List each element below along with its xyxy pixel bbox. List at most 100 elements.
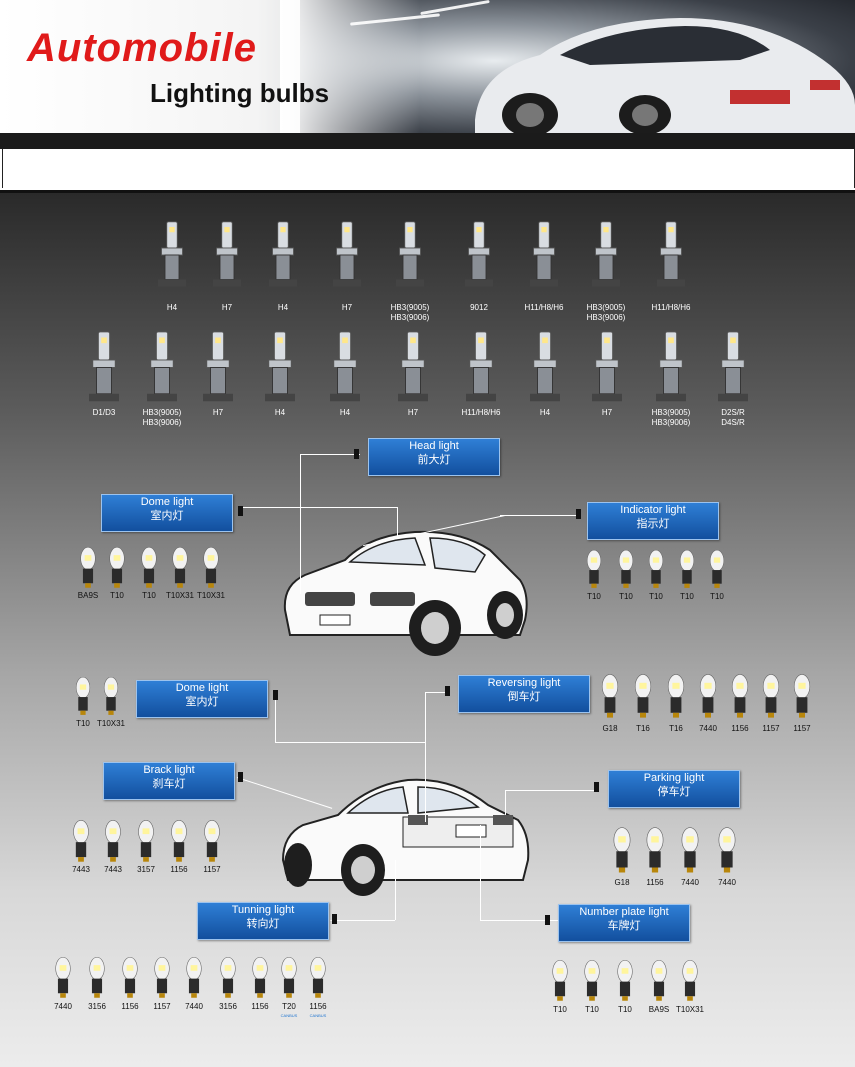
turning-bulb-label: 1156	[121, 1002, 139, 1011]
headlight-label: HB3(9005) HB3(9006)	[651, 408, 691, 427]
callout-label-en: Indicator light	[620, 504, 686, 516]
led-headlight-bulb-icon	[530, 221, 558, 287]
callout-line	[500, 515, 580, 516]
callout-line	[330, 920, 395, 921]
callout-tunning-light: Tunning light 转向灯	[197, 902, 329, 940]
reversing-bulb-label: T16	[636, 724, 650, 733]
callout-marker	[238, 772, 243, 782]
turning-bulb-label: 7440	[185, 1002, 203, 1011]
headlight-label: H11/H8/H6	[461, 408, 501, 417]
turning-bulb-label: 3156	[219, 1002, 237, 1011]
small-bulb-icon	[613, 827, 631, 873]
callout-label-cn: 转向灯	[246, 918, 280, 930]
small-bulb-icon	[105, 820, 121, 862]
small-bulb-icon	[89, 956, 105, 998]
callout-line	[395, 860, 396, 920]
small-bulb-icon	[601, 674, 619, 718]
headlight-label: H7	[407, 408, 419, 417]
led-headlight-bulb-icon	[398, 331, 428, 402]
small-bulb-icon	[651, 959, 667, 1001]
small-bulb-icon	[203, 546, 219, 588]
small-bulb-icon	[186, 956, 202, 998]
led-headlight-bulb-icon	[656, 331, 686, 402]
led-headlight-bulb-icon	[530, 331, 560, 402]
led-headlight-bulb-icon	[213, 221, 241, 287]
small-bulb-icon	[618, 549, 634, 588]
callout-marker	[238, 506, 243, 516]
led-headlight-bulb-icon	[269, 221, 297, 287]
turning-bulb-label: 7440	[54, 1002, 72, 1011]
led-headlight-bulb-icon	[203, 331, 233, 402]
headlight-label: H4	[277, 303, 289, 312]
small-bulb-icon	[699, 674, 717, 718]
parking-bulb-label: 1156	[646, 878, 664, 887]
headlight-label: HB3(9005) HB3(9006)	[390, 303, 430, 322]
callout-line	[425, 692, 445, 693]
led-headlight-bulb-icon	[657, 221, 685, 287]
small-bulb-icon	[122, 956, 138, 998]
headlight-label: 9012	[470, 303, 488, 312]
headlight-label: H7	[341, 303, 353, 312]
callout-label-cn: 指示灯	[636, 518, 670, 530]
callout-label-cn: 车牌灯	[607, 920, 641, 932]
callout-line	[425, 692, 426, 822]
headlight-label: HB3(9005) HB3(9006)	[142, 408, 182, 427]
indicator-bulb-label: T10	[649, 592, 663, 601]
brake-bulb-label: 1157	[203, 865, 221, 874]
callout-label-cn: 倒车灯	[507, 691, 541, 703]
callout-line	[300, 454, 360, 455]
led-headlight-bulb-icon	[592, 331, 622, 402]
callout-label-cn: 室内灯	[185, 696, 219, 708]
callout-indicator-light: Indicator light 指示灯	[587, 502, 719, 540]
callout-label-cn: 刹车灯	[152, 778, 186, 790]
small-bulb-icon	[204, 820, 220, 862]
headlight-label: D2S/R D4S/R	[721, 408, 745, 427]
led-headlight-bulb-icon	[147, 331, 177, 402]
callout-label-en: Reversing light	[487, 677, 561, 689]
callout-label-en: Dome light	[140, 496, 194, 508]
small-bulb-icon	[709, 549, 725, 588]
small-bulb-icon	[648, 549, 664, 588]
headlight-label: H7	[212, 408, 224, 417]
title-lighting-bulbs: Lighting bulbs	[150, 78, 330, 108]
small-bulb-icon	[310, 956, 326, 998]
led-headlight-bulb-icon	[466, 331, 496, 402]
turning-bulb-label: 1156	[309, 1002, 327, 1011]
callout-line	[238, 507, 398, 508]
callout-marker	[594, 782, 599, 792]
header-bar	[0, 133, 855, 149]
canbus-tag: CANBUS	[280, 1013, 298, 1018]
brake-bulb-label: 3157	[137, 865, 155, 874]
canbus-tag: CANBUS	[309, 1013, 327, 1018]
indicator-bulb-label: T10	[710, 592, 724, 601]
small-bulb-icon	[141, 546, 157, 588]
small-bulb-icon	[646, 827, 664, 873]
parking-bulb-label: 7440	[681, 878, 699, 887]
small-bulb-icon	[584, 959, 600, 1001]
callout-number-plate-light: Number plate light 车牌灯	[558, 904, 690, 942]
small-bulb-icon	[679, 549, 695, 588]
callout-label-cn: 停车灯	[657, 786, 691, 798]
plate-bulb-label: BA9S	[648, 1005, 670, 1014]
indicator-bulb-label: T10	[587, 592, 601, 601]
callout-line	[300, 454, 301, 594]
led-headlight-bulb-icon	[396, 221, 424, 287]
small-bulb-icon	[552, 959, 568, 1001]
callout-dome-light-2: Dome light 室内灯	[136, 680, 268, 718]
callout-marker	[576, 509, 581, 519]
callout-marker	[545, 915, 550, 925]
small-bulb-icon	[634, 674, 652, 718]
small-bulb-icon	[80, 546, 96, 588]
turning-bulb-label: 3156	[88, 1002, 106, 1011]
dome-bulb-label: BA9S	[77, 591, 99, 600]
headlight-label: D1/D3	[92, 408, 116, 417]
small-bulb-icon	[793, 674, 811, 718]
callout-dome-light-1: Dome light 室内灯	[101, 494, 233, 532]
callout-parking-light: Parking light 停车灯	[608, 770, 740, 808]
callout-marker	[354, 449, 359, 459]
headlight-label: H11/H8/H6	[651, 303, 691, 312]
callout-label-en: Parking light	[643, 772, 705, 784]
indicator-bulb-label: T10	[619, 592, 633, 601]
small-bulb-icon	[681, 827, 699, 873]
led-headlight-bulb-icon	[592, 221, 620, 287]
